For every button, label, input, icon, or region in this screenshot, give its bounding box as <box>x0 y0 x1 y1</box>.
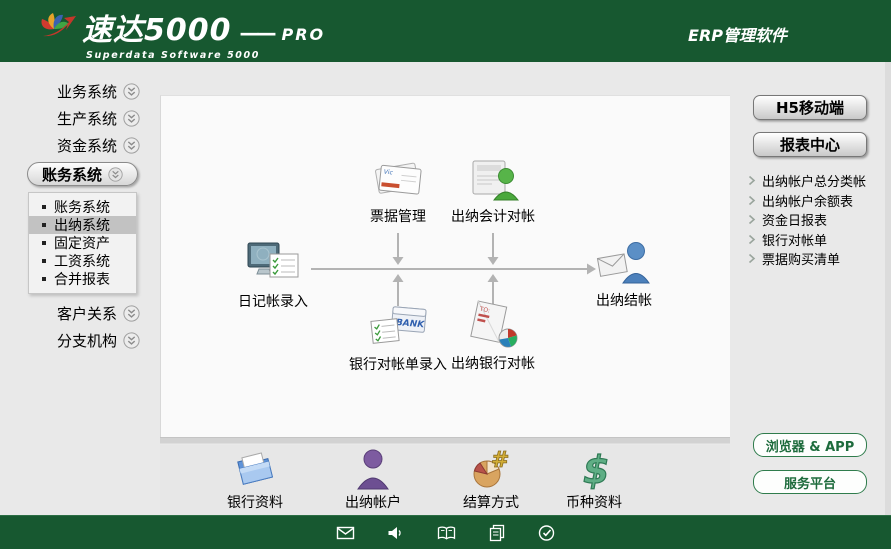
node-ticket-management[interactable]: Vic 票据管理 <box>328 154 468 226</box>
shortcut-currency-info[interactable]: $ 币种资料 <box>539 448 649 512</box>
logo-pro-label: PRO <box>281 25 326 44</box>
header-erp-title: ERP管理软件 <box>688 26 787 45</box>
speaker-icon[interactable] <box>386 524 405 542</box>
logo-dash: —— <box>239 21 277 45</box>
dollar-icon: $ <box>582 448 610 490</box>
logo-title: 速达5000 <box>82 13 232 48</box>
svg-text:Vic: Vic <box>383 168 393 176</box>
shortcut-label: 出纳帐户 <box>345 495 401 511</box>
node-label: 日记帐录入 <box>238 294 308 310</box>
mail-icon[interactable] <box>336 524 355 542</box>
shortcut-label: 结算方式 <box>463 495 519 511</box>
horizontal-divider <box>160 437 730 444</box>
chevron-double-down-icon <box>123 305 140 322</box>
document-person-icon <box>472 160 520 201</box>
h5-mobile-button[interactable]: H5移动端 <box>753 95 867 120</box>
chevron-double-down-icon <box>108 166 123 182</box>
report-item-bank-statement[interactable]: 银行对帐单 <box>748 230 891 250</box>
shortcut-bar: 银行资料 出纳帐户 # 结算方式 $ 币种资料 <box>160 445 730 515</box>
workflow-arrows <box>311 233 596 306</box>
node-journal-entry[interactable]: 日记帐录入 <box>203 239 343 311</box>
accounting-submenu: 账务系统 出纳系统 固定资产 工资系统 合并报表 <box>28 192 137 294</box>
app-logo: 速达5000 —— PRO Superdata Software 5000 <box>36 5 325 61</box>
sidebar-item-customer-relations[interactable]: 客户关系 <box>0 300 160 327</box>
right-edge-strip <box>885 62 891 515</box>
report-list: 出纳帐户总分类帐 出纳帐户余额表 资金日报表 银行对帐单 票据购买清单 <box>748 171 891 269</box>
submenu-item-ledger-system[interactable]: 账务系统 <box>29 198 136 216</box>
chevron-right-icon <box>748 234 756 244</box>
node-bank-statement-entry[interactable]: BANK 银行对帐单录入 <box>328 302 468 374</box>
submenu-item-cashier-system[interactable]: 出纳系统 <box>29 216 136 234</box>
clock-check-icon[interactable] <box>537 524 556 542</box>
chevron-right-icon <box>748 215 756 225</box>
monitor-checklist-icon <box>247 242 299 278</box>
svg-text:BANK: BANK <box>395 318 425 331</box>
sidebar-item-accounting-system-active[interactable]: 账务系统 <box>27 162 138 186</box>
bullet-icon <box>42 259 46 263</box>
node-label: 出纳结帐 <box>596 293 652 309</box>
status-bar <box>0 515 891 549</box>
node-label: 出纳会计对帐 <box>451 209 535 225</box>
bullet-icon <box>42 205 46 209</box>
sidebar-item-capital-system[interactable]: 资金系统 <box>0 132 160 159</box>
report-item-capital-daily-report[interactable]: 资金日报表 <box>748 210 891 230</box>
svg-text:$: $ <box>583 448 609 490</box>
svg-text:#: # <box>491 448 509 473</box>
shortcut-label: 币种资料 <box>566 495 622 511</box>
sidebar-item-branch-offices[interactable]: 分支机构 <box>0 327 160 354</box>
chevron-double-down-icon <box>123 83 140 100</box>
service-platform-button[interactable]: 服务平台 <box>753 470 867 494</box>
chevron-double-down-icon <box>123 332 140 349</box>
right-sidebar: H5移动端 报表中心 出纳帐户总分类帐 出纳帐户余额表 资金日报表 银行对帐单 … <box>730 62 891 515</box>
chevron-right-icon <box>748 176 756 186</box>
shortcut-label: 银行资料 <box>227 495 283 511</box>
chevron-double-down-icon <box>123 137 140 154</box>
shortcut-cashier-accounts[interactable]: 出纳帐户 <box>318 448 428 512</box>
bank-checklist-icon: BANK <box>370 306 427 344</box>
book-icon[interactable] <box>436 524 457 542</box>
node-label: 银行对帐单录入 <box>349 357 447 373</box>
logo-pinwheel-icon <box>41 13 76 37</box>
folder-icon <box>237 452 274 485</box>
svg-text:TO:: TO: <box>478 305 491 314</box>
node-label: 票据管理 <box>370 209 426 225</box>
submenu-item-fixed-assets[interactable]: 固定资产 <box>29 234 136 252</box>
bullet-icon <box>42 223 46 227</box>
envelope-person-icon <box>596 242 650 284</box>
shortcut-bank-info[interactable]: 银行资料 <box>200 448 310 512</box>
shortcut-settlement-methods[interactable]: # 结算方式 <box>436 448 546 512</box>
person-purple-icon <box>357 449 389 490</box>
sidebar-item-business-system[interactable]: 业务系统 <box>0 78 160 105</box>
left-sidebar: 业务系统 生产系统 资金系统 账务系统 账务系统 出纳系统 <box>0 62 160 515</box>
report-item-cashier-balance-sheet[interactable]: 出纳帐户余额表 <box>748 191 891 211</box>
envelope-piechart-icon: TO: <box>470 300 518 348</box>
sidebar-item-production-system[interactable]: 生产系统 <box>0 105 160 132</box>
node-cashier-closing[interactable]: 出纳结帐 <box>554 236 694 310</box>
node-cashier-accounting-reconcile[interactable]: 出纳会计对帐 <box>423 154 563 226</box>
chevron-right-icon <box>748 195 756 205</box>
app-header: 速达5000 —— PRO Superdata Software 5000 ER… <box>0 0 891 62</box>
workflow-diagram-panel: Vic 票据管理 出纳会计对帐 <box>160 95 730 437</box>
report-item-cashier-general-ledger[interactable]: 出纳帐户总分类帐 <box>748 171 891 191</box>
bullet-icon <box>42 277 46 281</box>
submenu-item-consolidated-reports[interactable]: 合并报表 <box>29 270 136 288</box>
node-label: 出纳银行对帐 <box>451 356 535 372</box>
report-item-ticket-purchase-list[interactable]: 票据购买清单 <box>748 249 891 269</box>
bullet-icon <box>42 241 46 245</box>
tickets-icon: Vic <box>375 162 422 195</box>
node-cashier-bank-reconcile[interactable]: TO: 出纳银行对帐 <box>423 299 563 373</box>
browser-app-button[interactable]: 浏览器 & APP <box>753 433 867 457</box>
report-center-button[interactable]: 报表中心 <box>753 132 867 157</box>
chevron-right-icon <box>748 254 756 264</box>
logo-subtitle: Superdata Software 5000 <box>86 50 260 61</box>
copy-icon[interactable] <box>488 524 506 542</box>
piechart-coin-icon: # <box>473 448 510 488</box>
chevron-double-down-icon <box>123 110 140 127</box>
submenu-item-payroll-system[interactable]: 工资系统 <box>29 252 136 270</box>
